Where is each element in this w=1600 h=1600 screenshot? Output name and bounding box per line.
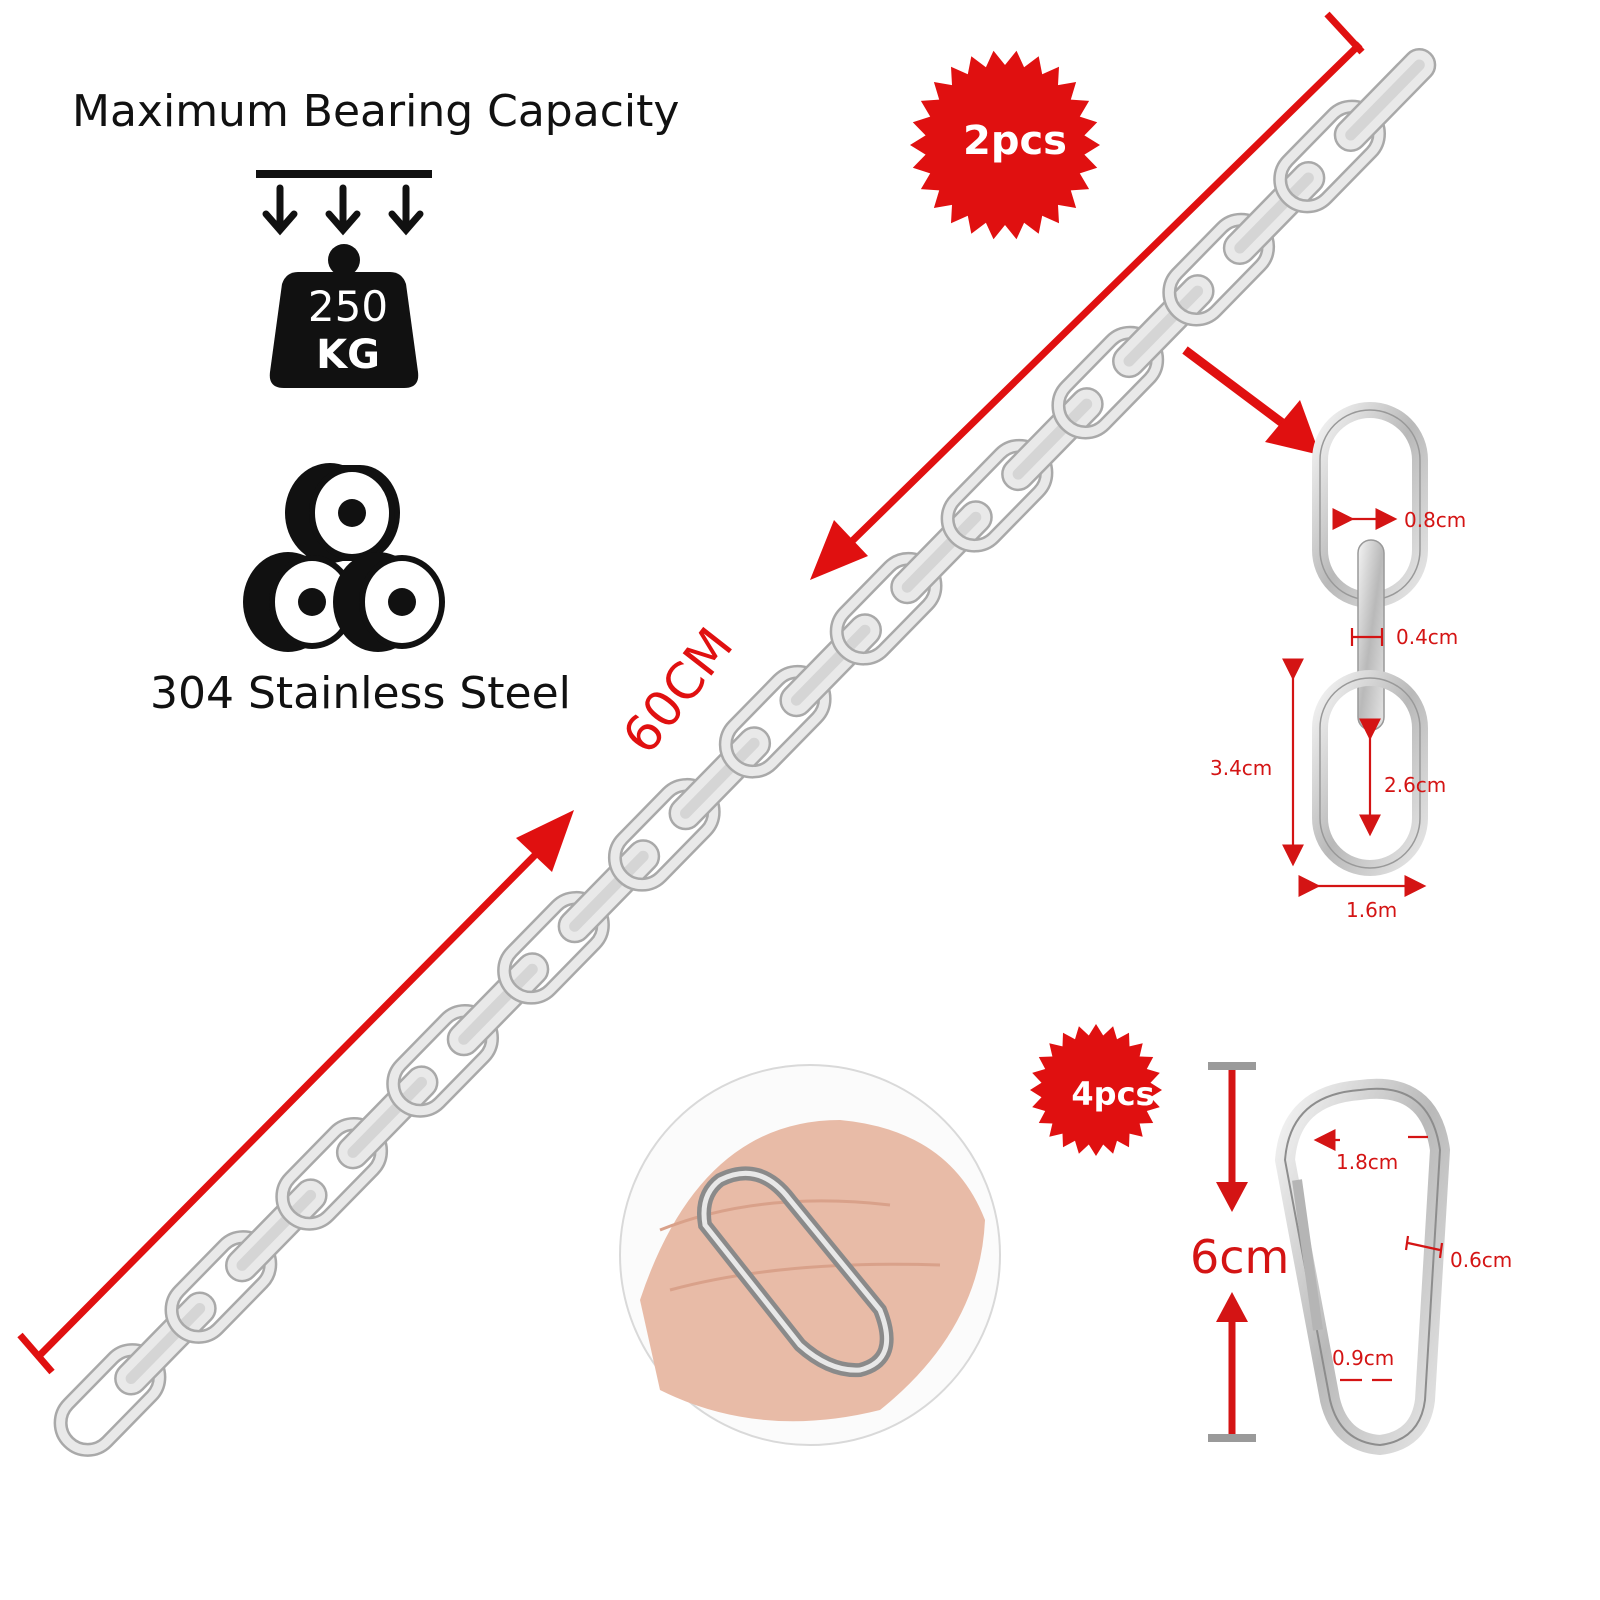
hook-wire-thickness: 0.6cm	[1450, 1248, 1513, 1272]
link-outer-length: 3.4cm	[1210, 756, 1273, 780]
link-outer-width: 1.6m	[1346, 898, 1398, 922]
capacity-title: Maximum Bearing Capacity	[72, 86, 680, 137]
steel-pipes-icon	[243, 463, 445, 652]
link-dimension-lines	[1282, 508, 1427, 897]
zoom-arrow	[1182, 346, 1320, 455]
badge-2pcs-burst	[910, 50, 1100, 240]
weight-value: 250	[307, 282, 389, 331]
hook-length-label: 6cm	[1190, 1230, 1290, 1284]
link-inner-width: 0.8cm	[1404, 508, 1467, 532]
snap-hook-image	[1274, 1078, 1451, 1456]
chain-quantity-badge: 2pcs	[963, 118, 1067, 164]
hand-photo	[619, 1064, 1001, 1446]
hook-dimension-lines	[1208, 1062, 1444, 1442]
chain-image	[53, 47, 1437, 1457]
link-wire-thickness: 0.4cm	[1396, 625, 1459, 649]
badge-4pcs-burst	[1030, 1024, 1162, 1156]
weight-icon	[256, 170, 432, 388]
length-arrows	[17, 11, 1365, 1375]
material-label: 304 Stainless Steel	[150, 668, 571, 719]
hook-gate-width: 1.8cm	[1336, 1150, 1399, 1174]
link-detail-image	[1312, 402, 1428, 876]
link-inner-length: 2.6cm	[1384, 773, 1447, 797]
weight-unit: KG	[316, 332, 380, 378]
hook-eye-width: 0.9cm	[1332, 1346, 1395, 1370]
hook-quantity-badge: 4pcs	[1071, 1075, 1155, 1113]
